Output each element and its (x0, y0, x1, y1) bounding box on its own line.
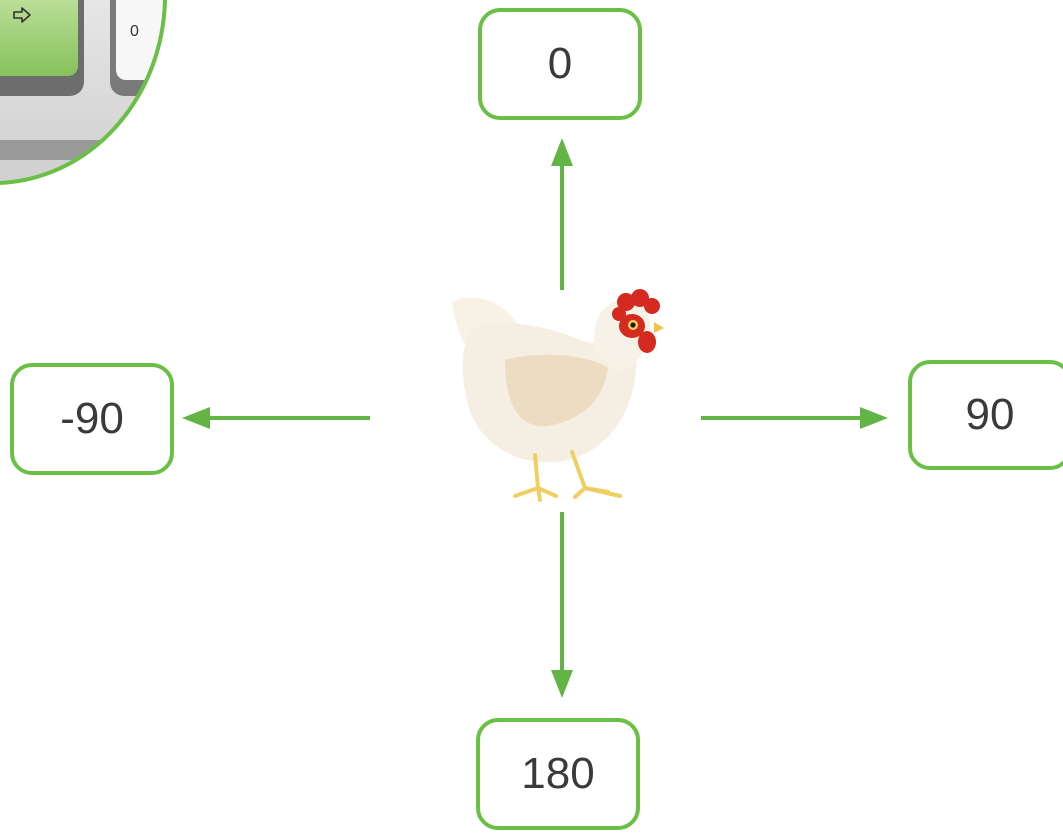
keypad-zero-label: 0 (130, 23, 139, 40)
direction-box-down: 180 (476, 718, 640, 830)
keypad-arrow-key[interactable] (0, 0, 84, 96)
arrow-down (551, 512, 573, 698)
hen-sprite[interactable] (452, 289, 664, 502)
arrow-left (182, 407, 370, 429)
keypad-inset: 0 (0, 0, 190, 185)
direction-label-left: -90 (60, 394, 124, 443)
direction-label-down: 180 (521, 749, 595, 798)
arrow-right (701, 407, 888, 429)
direction-label-right: 90 (965, 390, 1015, 439)
direction-label-up: 0 (547, 39, 573, 88)
direction-box-left: -90 (10, 363, 174, 475)
direction-box-right: 90 (908, 360, 1063, 470)
arrow-up (551, 138, 573, 290)
keypad-zero-key[interactable]: 0 (110, 0, 190, 96)
arrow-right-icon (13, 7, 31, 23)
direction-box-up: 0 (478, 8, 642, 120)
